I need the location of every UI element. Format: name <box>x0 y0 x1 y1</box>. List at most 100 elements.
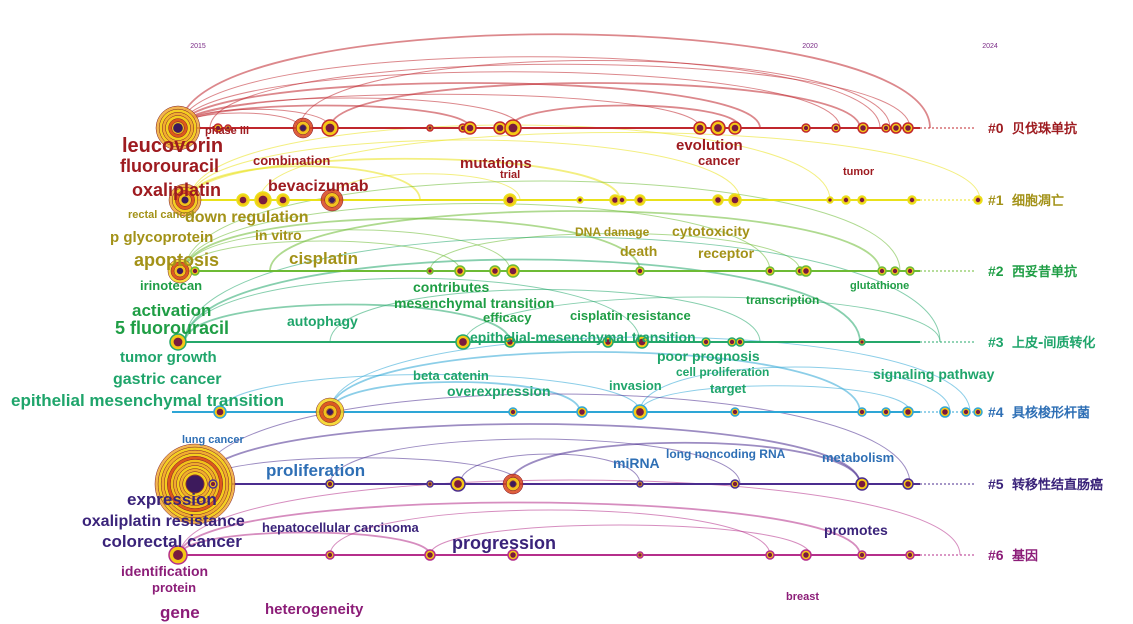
node-core <box>892 268 898 274</box>
keyword-node <box>321 119 339 137</box>
keyword-label: protein <box>152 580 196 595</box>
keyword-node <box>325 479 335 489</box>
node-core <box>883 409 889 415</box>
keyword-node <box>292 117 314 139</box>
keyword-node <box>254 191 272 209</box>
keyword-node <box>765 550 775 560</box>
keyword-node <box>213 123 223 133</box>
keyword-node <box>701 337 711 347</box>
node-core <box>619 197 625 203</box>
node-core <box>909 197 915 203</box>
keyword-label: DNA damage <box>575 225 650 239</box>
keyword-node <box>169 333 187 351</box>
keyword-node <box>858 338 866 346</box>
node-core <box>767 552 773 558</box>
keyword-node <box>712 194 724 206</box>
cluster-name: 具核梭形杆菌 <box>1012 405 1090 421</box>
node-core <box>731 196 739 204</box>
keyword-node <box>236 193 250 207</box>
keyword-label: down regulation <box>185 209 309 226</box>
citation-arc <box>509 104 741 129</box>
keyword-label: heterogeneity <box>265 601 364 618</box>
keyword-node <box>315 397 345 427</box>
keyword-label: invasion <box>609 378 662 393</box>
citation-arc <box>219 374 641 413</box>
citation-arc <box>179 33 931 129</box>
keyword-node <box>508 407 518 417</box>
keyword-label: miRNA <box>613 455 660 471</box>
keyword-node <box>493 121 507 135</box>
node-core <box>732 409 738 415</box>
keyword-label: rectal cancer <box>128 209 197 221</box>
keyword-node <box>800 549 812 561</box>
node-core <box>714 124 722 132</box>
keyword-node <box>617 195 627 205</box>
keyword-node <box>424 549 436 561</box>
citation-arc <box>429 233 801 272</box>
keyword-node <box>213 405 227 419</box>
node-core <box>905 481 911 487</box>
citation-arc <box>184 258 861 343</box>
node-core <box>329 197 335 203</box>
node-core <box>177 268 183 274</box>
keyword-node <box>857 550 867 560</box>
keyword-node <box>632 404 648 420</box>
keyword-label: tumor growth <box>120 349 217 366</box>
node-core <box>216 408 224 416</box>
keyword-node <box>320 188 344 212</box>
node-core <box>907 552 913 558</box>
keyword-node <box>426 480 434 488</box>
keyword-node <box>905 266 915 276</box>
keyword-node <box>973 195 983 205</box>
citation-arc <box>429 524 811 556</box>
keyword-label: target <box>710 381 747 396</box>
node-core <box>507 339 513 345</box>
node-core <box>803 125 809 131</box>
node-core <box>325 123 335 133</box>
keyword-label: cisplatin <box>289 249 358 268</box>
node-core <box>859 409 865 415</box>
keyword-label: apoptosis <box>134 250 219 270</box>
node-core <box>192 268 198 274</box>
cluster-name: 贝伐珠单抗 <box>1012 121 1077 137</box>
citation-arc <box>329 336 971 413</box>
node-core <box>803 268 809 274</box>
keyword-label: cancer <box>698 153 740 168</box>
keyword-node <box>730 479 740 489</box>
citation-arc <box>329 351 861 413</box>
node-core <box>226 126 230 130</box>
keyword-node <box>168 545 188 565</box>
node-core <box>239 196 247 204</box>
node-core <box>859 552 865 558</box>
node-core <box>186 475 204 493</box>
keyword-node <box>727 337 737 347</box>
keyword-label: 5 fluorouracil <box>115 318 229 338</box>
node-core <box>975 197 981 203</box>
node-core <box>860 125 866 131</box>
keyword-node <box>973 407 983 417</box>
keyword-label: contributes <box>413 279 489 295</box>
keyword-label: combination <box>253 153 330 168</box>
node-core <box>737 339 743 345</box>
cluster-name: 转移性结直肠癌 <box>1012 477 1103 493</box>
node-core <box>173 337 183 347</box>
cluster-name: 细胞凋亡 <box>1012 193 1064 209</box>
node-core <box>767 268 773 274</box>
citation-arc <box>329 438 741 485</box>
citation-arc <box>179 82 761 129</box>
node-core <box>428 482 432 486</box>
citation-arc <box>189 139 741 201</box>
node-core <box>637 197 643 203</box>
node-core <box>703 339 709 345</box>
keyword-label: transcription <box>746 293 819 307</box>
node-core <box>942 409 948 415</box>
citation-arc <box>179 97 521 129</box>
keyword-node <box>841 195 851 205</box>
keyword-label: trial <box>500 169 520 181</box>
keyword-node <box>902 478 914 490</box>
cluster-name: 西妥昔单抗 <box>1012 264 1077 280</box>
